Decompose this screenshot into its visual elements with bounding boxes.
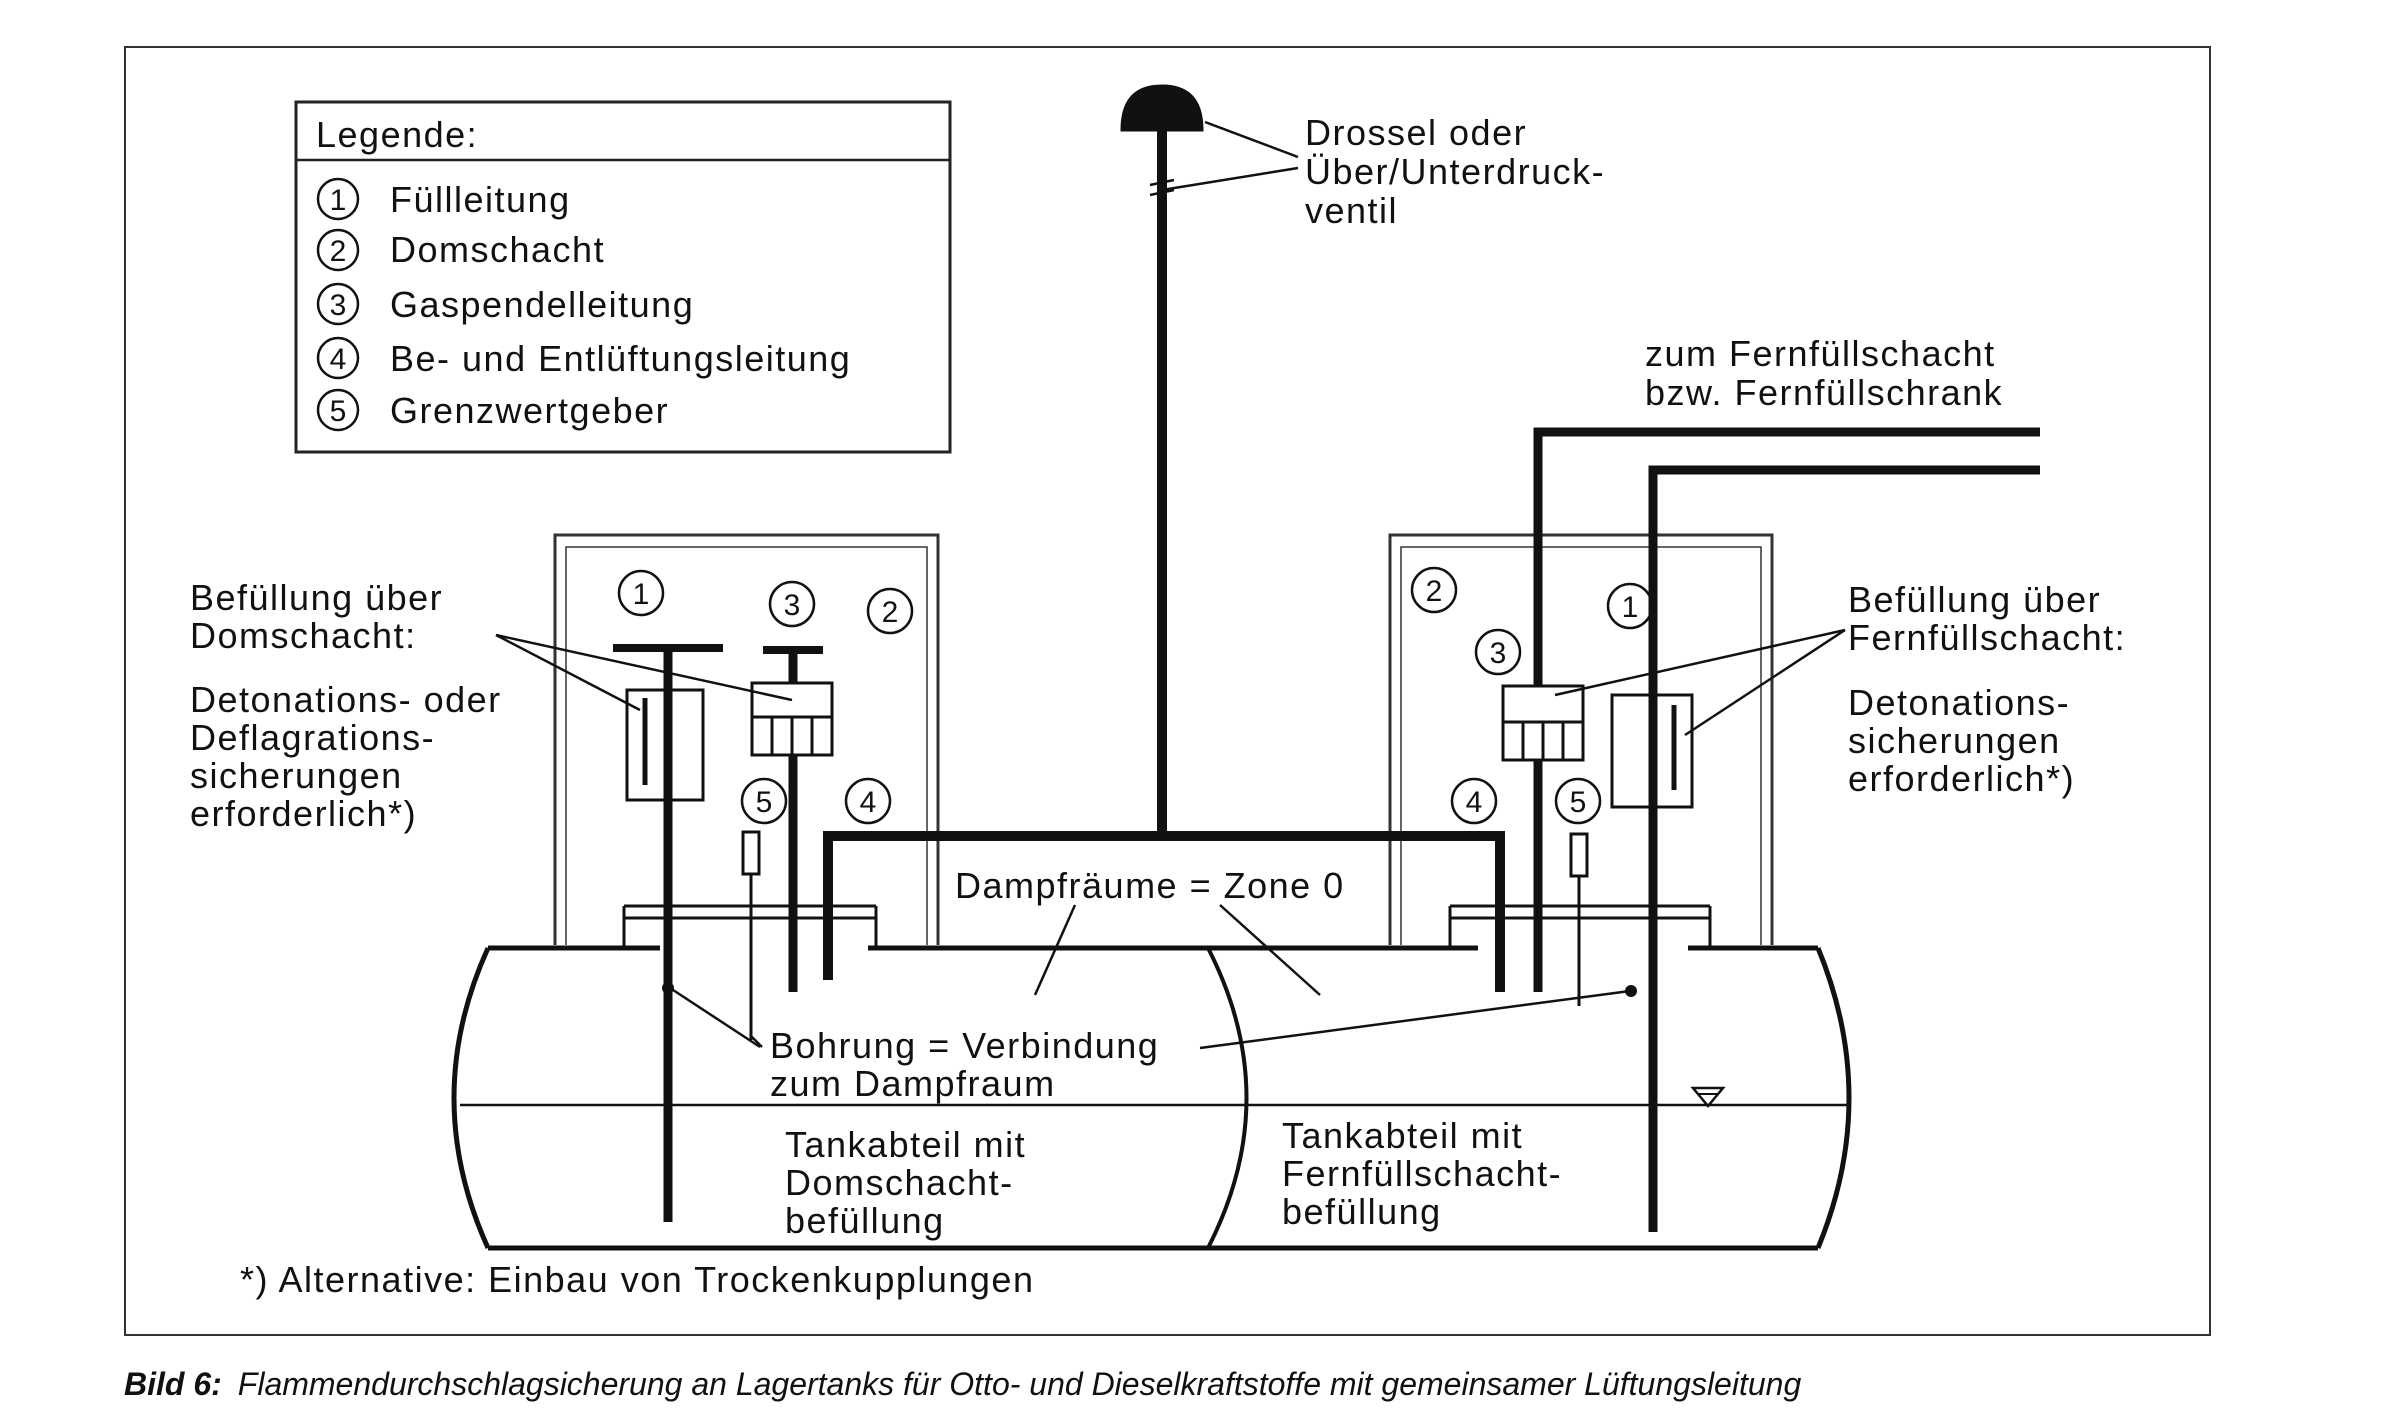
pipes	[613, 84, 2040, 1232]
marker-right-1: 1	[1622, 591, 1639, 624]
callout-markers	[617, 566, 1654, 825]
legend-title: Legende:	[316, 114, 478, 155]
figure-caption: Bild 6: Flammendurchschlagsicherung an La…	[124, 1366, 1801, 1403]
left-note-line-2: Deflagrations-	[190, 717, 435, 758]
figure-frame	[124, 46, 2211, 1336]
legend-num-5: 5	[330, 395, 347, 428]
dome-shafts	[553, 533, 1774, 945]
tank-right-line-2: Fernfüllschacht-	[1282, 1153, 1562, 1194]
drossel-line-3: ventil	[1305, 190, 1398, 231]
legend-num-3: 3	[330, 289, 347, 322]
left-note-line-1: Detonations- oder	[190, 679, 502, 720]
right-fill-line-2: Fernfüllschacht:	[1848, 617, 2126, 658]
marker-right-4: 4	[1466, 786, 1483, 819]
legend-num-2: 2	[330, 235, 347, 268]
tank-left-line-1: Tankabteil mit	[785, 1124, 1026, 1165]
caption-label: Bild 6:	[124, 1366, 222, 1402]
callout-numbers: 1 3 2 5 4 2 1 3 4 5	[633, 575, 1639, 819]
dampfraeume-label: Dampfräume = Zone 0	[955, 865, 1345, 906]
bohrung-line-2: zum Dampfraum	[770, 1063, 1056, 1104]
marker-right-3: 3	[1490, 637, 1507, 670]
legend-num-1: 1	[330, 184, 347, 217]
legend-num-4: 4	[330, 343, 347, 376]
fernfuell-line-1: zum Fernfüllschacht	[1645, 333, 1996, 374]
left-fill-line-1: Befüllung über	[190, 577, 443, 618]
marker-right-5: 5	[1570, 786, 1587, 819]
flame-arresters	[625, 681, 1694, 809]
left-fill-line-2: Domschacht:	[190, 615, 417, 656]
drossel-line-2: Über/Unterdruck-	[1305, 151, 1605, 192]
tank-right-line-3: befüllung	[1282, 1191, 1442, 1232]
caption-text: Flammendurchschlagsicherung an Lagertank…	[237, 1366, 1802, 1402]
footnote: *) Alternative: Einbau von Trockenkupplu…	[240, 1259, 1034, 1300]
right-note-line-1: Detonations-	[1848, 682, 2070, 723]
marker-left-2: 2	[882, 596, 899, 629]
tank-left-line-3: befüllung	[785, 1200, 945, 1241]
drossel-line-1: Drossel oder	[1305, 112, 1527, 153]
legend-item-5: Grenzwertgeber	[390, 390, 669, 431]
marker-right-2: 2	[1426, 575, 1443, 608]
drill-holes	[662, 982, 1637, 997]
tank-left-line-2: Domschacht-	[785, 1162, 1014, 1203]
tank-right-line-1: Tankabteil mit	[1282, 1115, 1523, 1156]
storage-tank	[451, 904, 1852, 1251]
fernfuell-line-2: bzw. Fernfüllschrank	[1645, 372, 2003, 413]
marker-left-4: 4	[860, 786, 877, 819]
left-note-line-3: sicherungen	[190, 755, 403, 796]
left-note-line-4: erforderlich*)	[190, 793, 417, 834]
legend-item-3: Gaspendelleitung	[390, 284, 694, 325]
marker-left-1: 1	[633, 578, 650, 611]
right-note-line-3: erforderlich*)	[1848, 758, 2075, 799]
bohrung-line-1: Bohrung = Verbindung	[770, 1025, 1159, 1066]
marker-left-5: 5	[756, 786, 773, 819]
legend: Legende: 1 Füllleitung 2 Domschacht 3 Ga…	[294, 100, 952, 454]
leader-lines	[495, 120, 1846, 1050]
legend-item-1: Füllleitung	[390, 179, 571, 220]
marker-left-3: 3	[784, 589, 801, 622]
legend-item-2: Domschacht	[390, 229, 605, 270]
annotations: Drossel oder Über/Unterdruck- ventil zum…	[190, 112, 2126, 1300]
legend-item-4: Be- und Entlüftungsleitung	[390, 338, 851, 379]
right-note-line-2: sicherungen	[1848, 720, 2061, 761]
right-fill-line-1: Befüllung über	[1848, 579, 2101, 620]
